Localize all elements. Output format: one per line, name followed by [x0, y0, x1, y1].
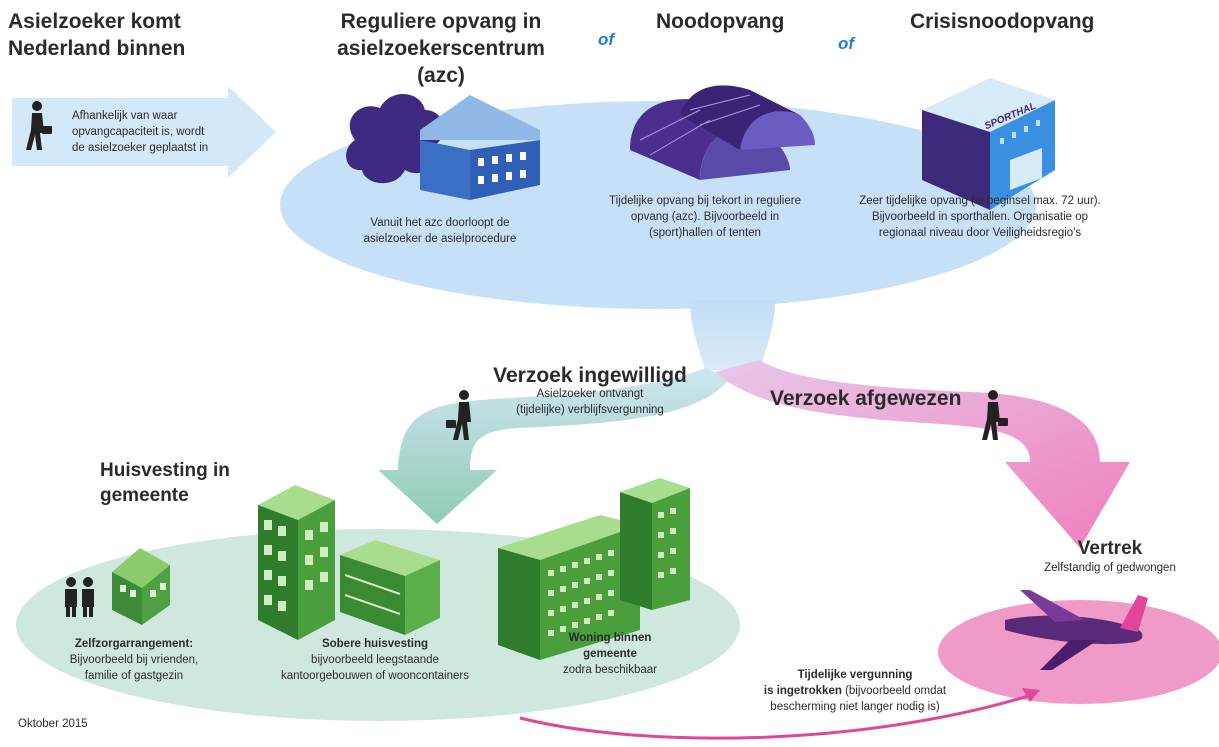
home-label-line: gemeente: [583, 648, 637, 660]
departure-description: Zelfstandig of gedwongen: [1044, 562, 1176, 574]
entry-text-line: opvangcapaciteit is, wordt: [72, 126, 205, 138]
self-care-label: Zelfzorgarrangement:: [74, 638, 194, 650]
home-text: zodra beschikbaar: [563, 664, 657, 676]
entry-description: Afhankelijk van waar opvangcapaciteit is…: [72, 108, 208, 156]
two-persons-icon: [65, 577, 94, 617]
granted-text-line: (tijdelijke) verblijfsvergunning: [516, 404, 664, 416]
housing-title-line: gemeente: [100, 485, 189, 506]
rejected-title: Verzoek afgewezen: [770, 387, 962, 410]
entry-title-line: Asielzoeker komt: [8, 10, 181, 33]
flow-stem: [690, 300, 775, 370]
walking-person-icon: [446, 390, 471, 440]
office-tower-icon: [258, 485, 335, 640]
regular-title-line: asielzoekerscentrum: [337, 37, 545, 60]
revoked-caption: Tijdelijke vergunning is ingetrokken (bi…: [720, 667, 990, 715]
emergency-description: Tijdelijke opvang bij tekort in regulier…: [595, 193, 815, 241]
departure-title: Vertrek: [1077, 538, 1143, 559]
regular-title: Reguliere opvang in asielzoekerscentrum …: [336, 8, 546, 89]
emergency-title: Noodopvang: [656, 10, 785, 33]
self-care-text-line: familie of gastgezin: [84, 670, 184, 682]
regular-text-line: Vanuit het azc doorloopt de: [370, 217, 510, 229]
house-icon: [112, 548, 170, 625]
regular-text-line: asielzoeker de asielprocedure: [363, 233, 517, 245]
housing-title-line: Huisvesting in: [100, 460, 230, 481]
sober-housing-caption: Sobere huisvesting bijvoorbeeld leegstaa…: [250, 636, 500, 684]
emergency-text-line: (sport)hallen of tenten: [649, 227, 761, 239]
airplane-icon: [1005, 590, 1148, 670]
or-connector: of: [838, 34, 855, 53]
sober-housing-text-line: bijvoorbeeld leegstaande: [311, 654, 439, 666]
apartment-blocks-icon: [498, 478, 690, 660]
tent-halls-icon: [630, 85, 815, 180]
walking-person-icon: [26, 101, 52, 150]
or-connector: of: [598, 30, 615, 49]
entry-text-line: Afhankelijk van waar: [72, 110, 178, 122]
granted-text-line: Asielzoeker ontvangt: [536, 388, 644, 400]
housing-title: Huisvesting in gemeente: [100, 458, 230, 508]
crisis-text-line: regionaal niveau door Veiligheidsregio's: [878, 227, 1082, 239]
self-care-caption: Zelfzorgarrangement: Bijvoorbeeld bij vr…: [44, 636, 224, 684]
entry-title: Asielzoeker komt Nederland binnen: [8, 8, 185, 62]
entry-arrow: [12, 86, 276, 178]
regular-title-line: Reguliere opvang in: [340, 10, 542, 33]
granted-title: Verzoek ingewilligd: [493, 364, 687, 387]
container-stack-icon: [340, 540, 440, 635]
self-care-text-line: Bijvoorbeeld bij vrienden,: [69, 654, 199, 666]
sober-housing-text-line: kantoorgebouwen of wooncontainers: [281, 670, 469, 682]
crisis-title: Crisisnoodopvang: [910, 10, 1095, 33]
rejected-flow-arrow: [715, 360, 1130, 548]
entry-text-line: de asielzoeker geplaatst in: [72, 142, 209, 154]
emergency-text-line: opvang (azc). Bijvoorbeeld in: [630, 211, 780, 223]
home-label-line: Woning binnen: [568, 632, 652, 644]
crisis-text-line: Bijvoorbeeld in sporthallen. Organisatie…: [871, 211, 1089, 223]
revoked-arrowhead: [1022, 688, 1040, 702]
revoked-bold-line: Tijdelijke vergunning: [797, 669, 913, 681]
revoked-arrow: [519, 692, 1036, 740]
crisis-description: Zeer tijdelijke opvang (in beginsel max.…: [840, 193, 1120, 241]
azc-building-icon: [346, 93, 540, 200]
regular-description: Vanuit het azc doorloopt de asielzoeker …: [350, 215, 530, 247]
entry-title-line: Nederland binnen: [8, 37, 186, 60]
granted-description: Asielzoeker ontvangt (tijdelijke) verbli…: [470, 386, 710, 418]
home-caption: Woning binnen gemeente zodra beschikbaar: [530, 630, 690, 678]
revoked-bold-line: is ingetrokken: [763, 685, 842, 697]
regular-title-line: (azc): [417, 64, 465, 87]
walking-person-icon: [982, 390, 1008, 440]
revoked-text-line: bescherming niet langer nodig is): [770, 701, 940, 713]
revoked-text-line: (bijvoorbeeld omdat: [841, 685, 947, 697]
date-label: Oktober 2015: [18, 718, 88, 730]
sporthal-building-icon: [922, 78, 1055, 210]
sober-housing-label: Sobere huisvesting: [321, 638, 429, 650]
crisis-text-line: Zeer tijdelijke opvang (in beginsel max.…: [859, 195, 1101, 207]
emergency-text-line: Tijdelijke opvang bij tekort in regulier…: [609, 195, 801, 207]
